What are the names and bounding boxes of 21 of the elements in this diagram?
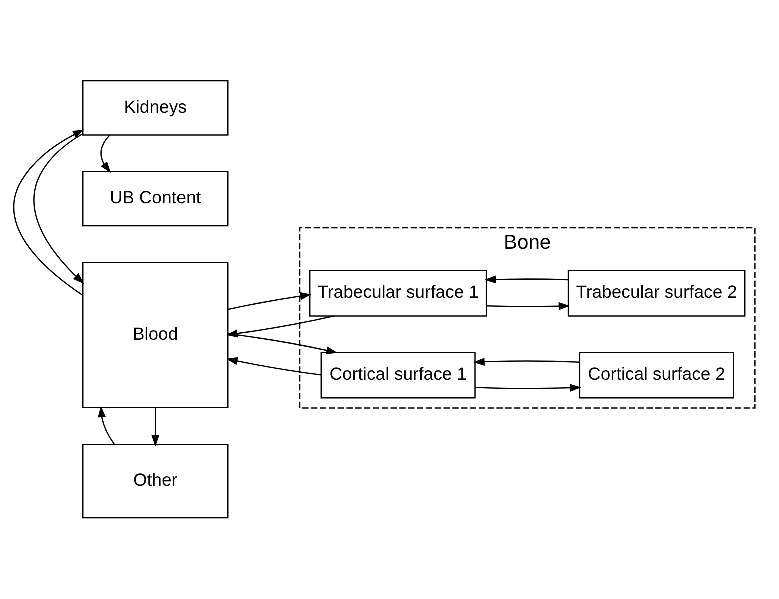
arrow <box>226 357 322 376</box>
arrow <box>473 358 580 366</box>
node-box: Cortical surface 2 <box>579 352 734 399</box>
node-box: Trabecular surface 1 <box>309 270 488 317</box>
arrow <box>228 292 312 310</box>
node-box: UB Content <box>82 171 229 227</box>
arrow <box>228 333 338 355</box>
node-box: Cortical surface 1 <box>320 352 476 399</box>
arrow <box>98 406 116 446</box>
node-box: Kidneys <box>82 80 229 136</box>
arrow <box>34 134 84 284</box>
node-box: Trabecular surface 2 <box>568 270 746 317</box>
arrow <box>475 384 582 392</box>
arrow <box>14 130 84 296</box>
node-box: Blood <box>82 262 229 408</box>
arrow <box>226 316 334 338</box>
arrow <box>100 135 112 174</box>
arrow <box>486 302 570 310</box>
node-box: Other <box>82 444 229 519</box>
arrow <box>152 408 160 447</box>
arrow <box>484 276 568 284</box>
